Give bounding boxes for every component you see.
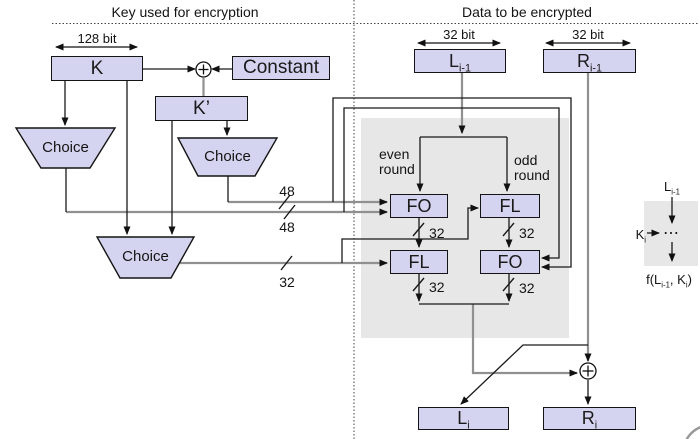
left-section-title: Key used for encryption (111, 4, 259, 20)
xor1-icon (195, 61, 212, 78)
width-label-128bit: 128 bit (77, 31, 117, 46)
bus-48-bottom-label: 48 (279, 219, 295, 235)
choice2-label: Choice (204, 148, 251, 165)
l-input-box: Li-1 (414, 49, 506, 73)
choice1-label: Choice (42, 139, 89, 156)
fl-top-box: FL (480, 194, 540, 218)
tick-fl1-out (502, 222, 515, 237)
fo-bottom-box: FO (480, 250, 540, 274)
tick-fl2-out (412, 277, 425, 292)
choice3-shape (95, 236, 196, 279)
tick-fo2-out (502, 277, 515, 292)
k-prime-box: K’ (155, 96, 248, 121)
bit-width-arrows (55, 39, 631, 51)
r-output-box: Ri (543, 407, 636, 431)
round-function-panel (361, 118, 569, 338)
fl-key-branch (341, 204, 479, 263)
fl2-out-width-label: 32 (429, 279, 445, 295)
fl1-out-width-label: 32 (519, 225, 535, 241)
mini-ellipsis: ⋯ (663, 225, 680, 242)
round-output-to-xor2 (471, 304, 578, 377)
r-input-box: Ri-1 (543, 49, 636, 73)
tick-fo1-out (412, 222, 425, 237)
choice3-label: Choice (122, 248, 169, 265)
constant-box: Constant (232, 56, 330, 80)
bus-width-ticks (278, 194, 515, 292)
bus-wires (66, 73, 592, 377)
fl-bottom-box: FL (390, 250, 448, 274)
xor2-icon (579, 362, 597, 380)
choice-shapes (14, 127, 279, 279)
mini-key-label: Ki (635, 227, 646, 245)
corner-arc-decoration (685, 426, 700, 439)
width-label-32bit-right: 32 bit (572, 27, 604, 42)
k-box: K (51, 56, 143, 81)
tick-32-key (280, 255, 293, 271)
bus-48-top-label: 48 (279, 183, 295, 199)
right-section-title: Data to be encrypted (462, 4, 592, 20)
mini-input-label: Li-1 (664, 179, 680, 197)
wrap-bus-inner (343, 107, 560, 262)
tick-48-bottom (283, 204, 296, 220)
choice1-shape (14, 127, 117, 169)
section-divider-lines (52, 0, 699, 439)
bus-32-key-label: 32 (279, 274, 295, 290)
odd-round-label: odd round (514, 152, 550, 183)
even-round-label: even round (379, 146, 415, 177)
width-label-32bit-left: 32 bit (443, 27, 475, 42)
mini-output-label: f(Li-1, Ki) (646, 272, 692, 290)
swap-to-l-out (460, 344, 588, 405)
thin-wires (61, 65, 676, 405)
fo2-out-width-label: 32 (519, 280, 535, 296)
choice2-shape (176, 137, 279, 177)
fo1-out-width-label: 32 (429, 225, 445, 241)
fo-top-box: FO (390, 194, 448, 218)
wrap-bus-outer (332, 97, 572, 271)
tick-48-top (278, 194, 291, 210)
l-output-box: Li (418, 407, 509, 431)
